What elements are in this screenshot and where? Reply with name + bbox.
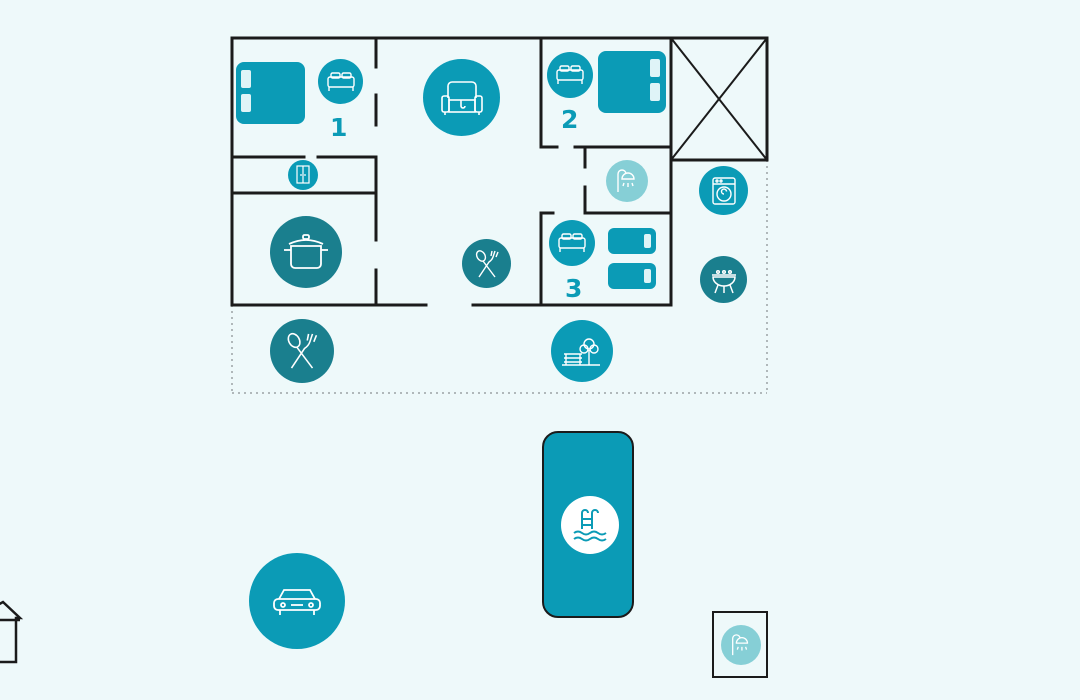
room-number-2: 2 (561, 105, 579, 134)
pool-ladder-icon (561, 496, 619, 554)
wardrobe-icon (288, 160, 318, 190)
shower-icon (606, 160, 648, 202)
washing-machine-icon (699, 166, 748, 215)
fork-spoon-icon (270, 319, 334, 383)
garden-bench-tree-icon (551, 320, 613, 382)
double-bed-icon (318, 59, 363, 104)
single-bed (608, 263, 656, 289)
single-bed (608, 228, 656, 254)
car-icon (249, 553, 345, 649)
room-number-1: 1 (330, 113, 348, 142)
armchair-icon (423, 59, 500, 136)
interior-walls (230, 36, 769, 307)
room-number-3: 3 (565, 274, 583, 303)
double-bed-icon (549, 220, 595, 266)
outdoor-area-boundary (231, 160, 768, 394)
barbecue-grill-icon (700, 256, 747, 303)
house-icon (0, 600, 24, 664)
cooking-pot-icon (270, 216, 342, 288)
shower-icon (721, 625, 761, 665)
double-bed-icon (547, 52, 593, 98)
double-bed (236, 62, 305, 124)
fork-spoon-icon (462, 239, 511, 288)
double-bed (598, 51, 666, 113)
